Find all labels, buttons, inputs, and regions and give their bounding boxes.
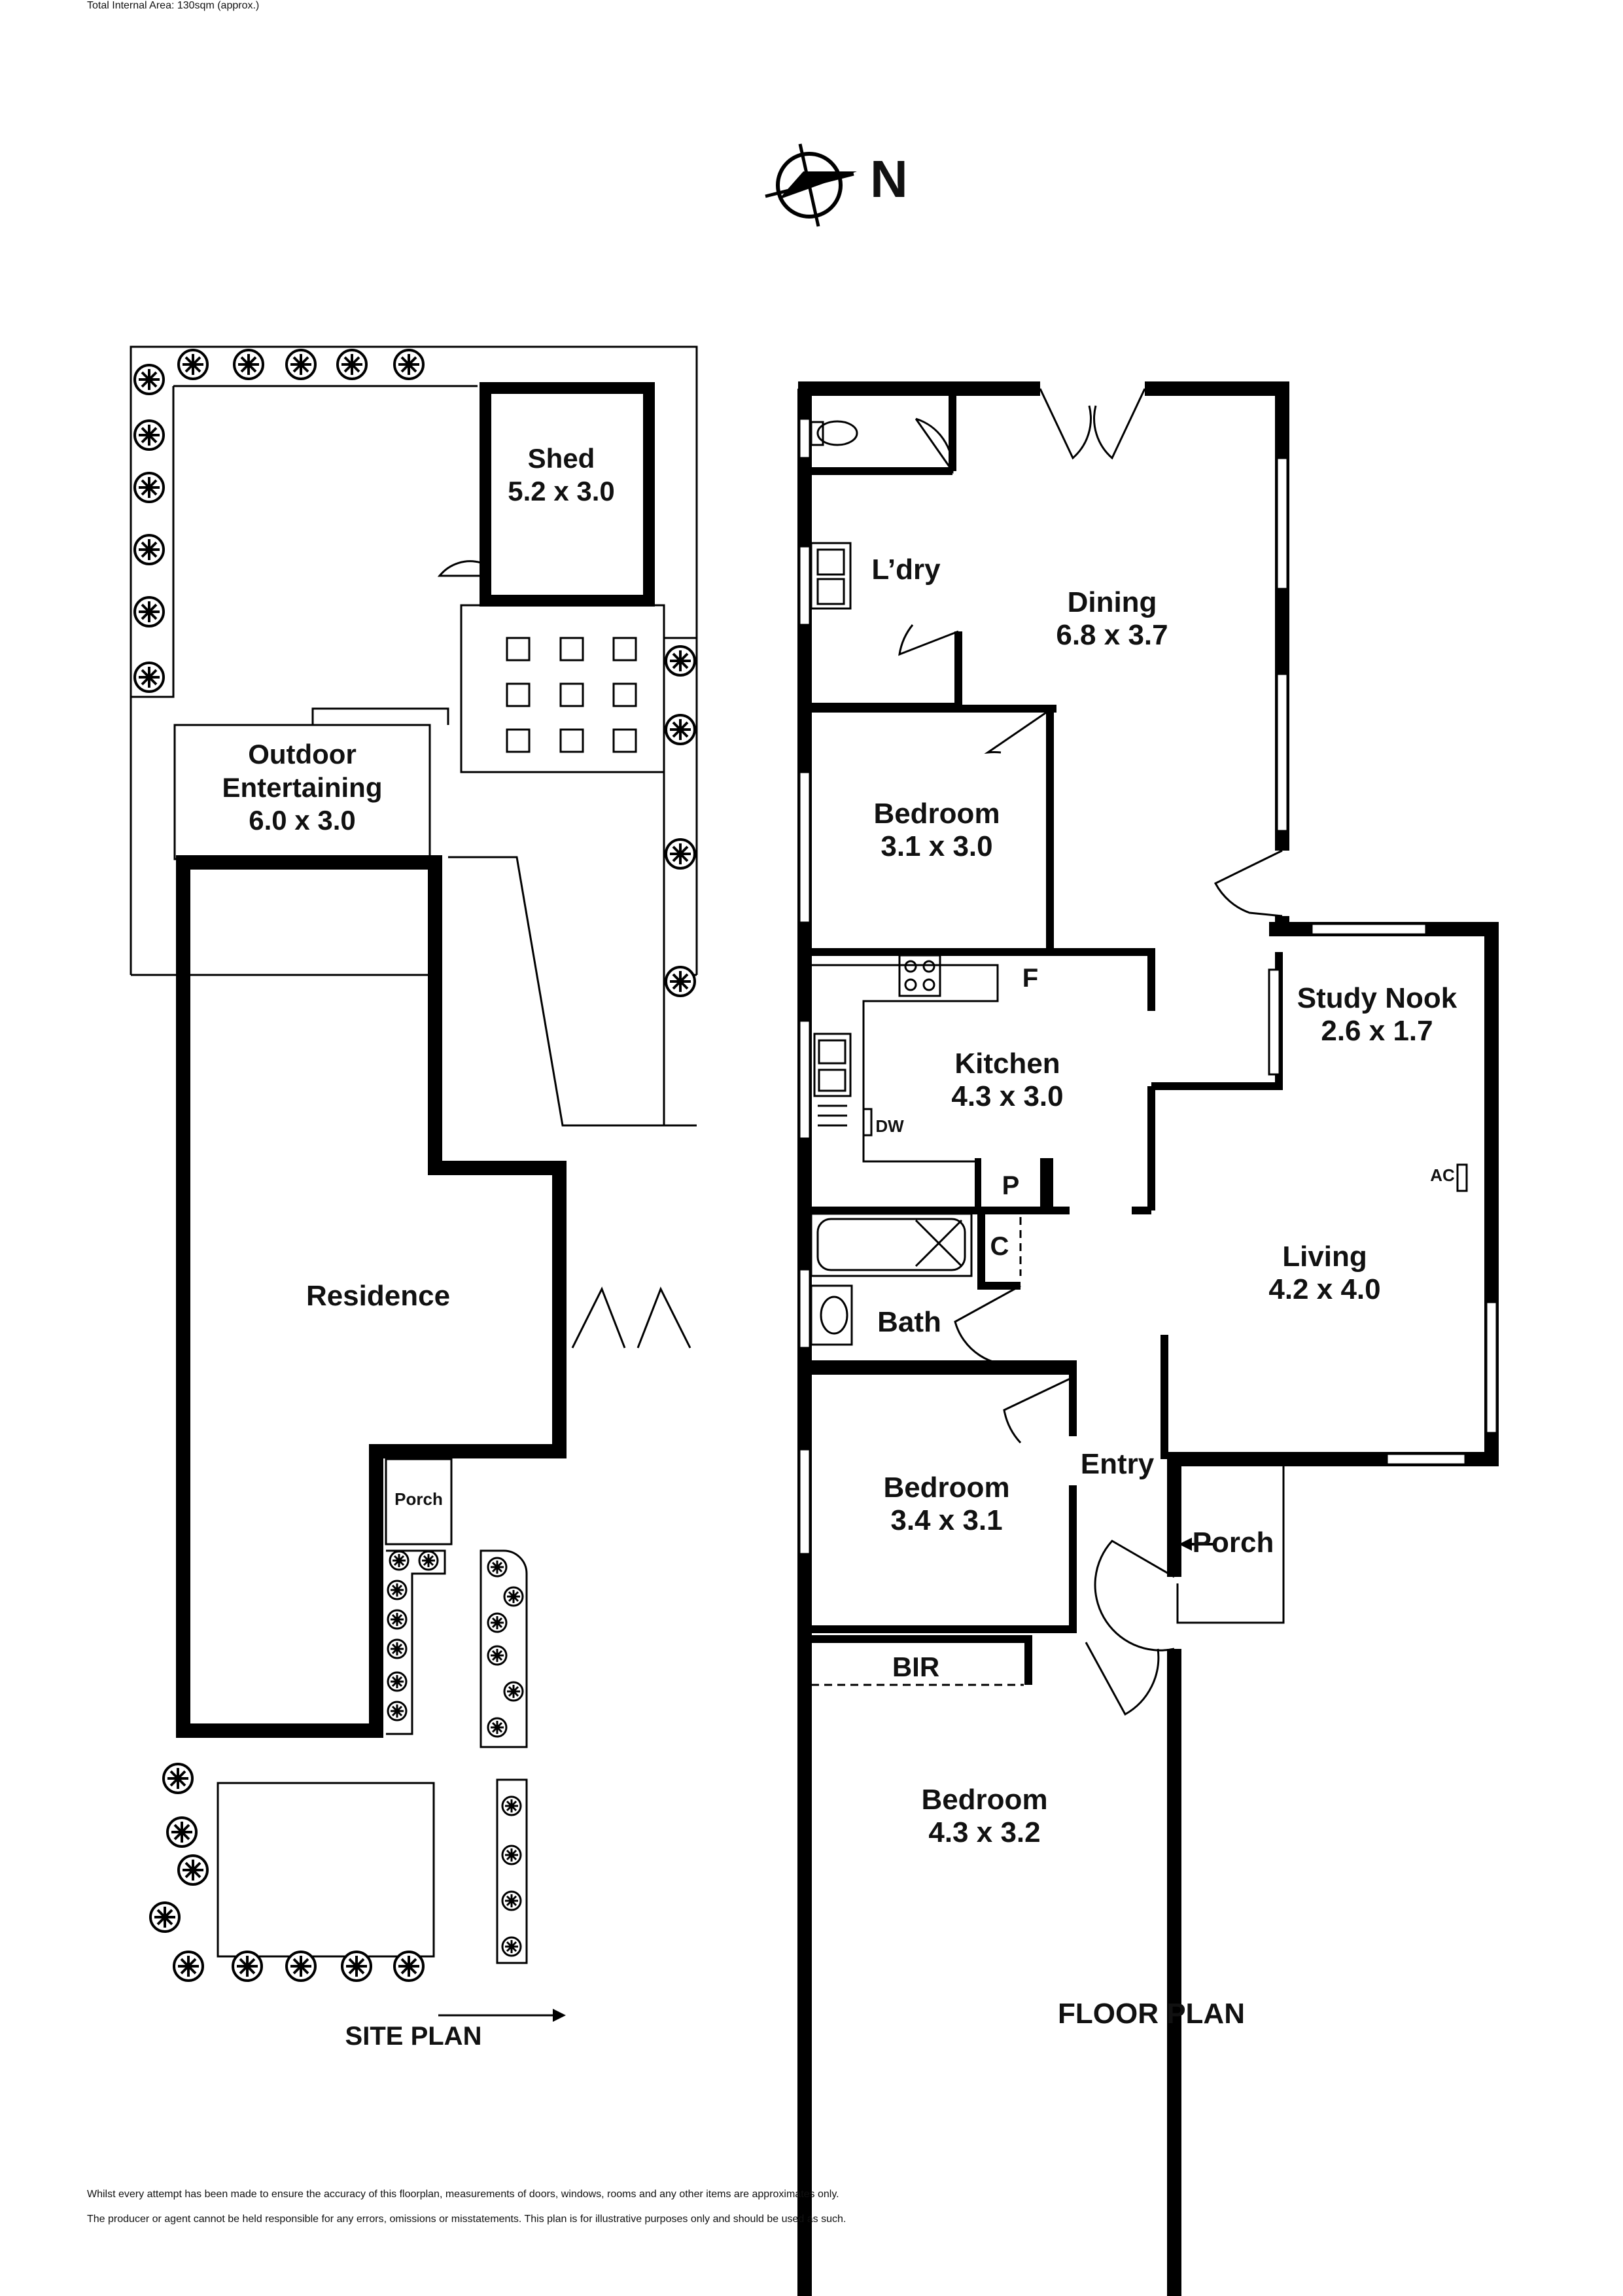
bedroom3-dims: 4.3 x 3.2	[928, 1816, 1040, 1848]
basin-icon	[810, 1284, 853, 1346]
fp-outer-walls	[797, 381, 1499, 2296]
cupboard-label: C	[990, 1232, 1009, 1261]
shed-door	[437, 560, 481, 577]
tree-row	[133, 349, 696, 997]
outdoor-name-line2: Entertaining	[222, 772, 382, 803]
kitchen-sink-icon	[813, 1033, 852, 1127]
kitchen-name: Kitchen	[954, 1048, 1060, 1080]
entry-label: Entry	[1081, 1448, 1155, 1480]
ac-unit	[1456, 1163, 1468, 1192]
dining-name: Dining	[1068, 586, 1157, 618]
floor-plan-title: FLOOR PLAN	[1058, 1998, 1245, 2030]
shed-name: Shed	[528, 443, 595, 474]
laundry-label: L’dry	[871, 554, 941, 586]
disclaimer-line-1: Whilst every attempt has been made to en…	[87, 2189, 839, 2200]
shrub-cluster	[387, 1550, 524, 1738]
compass-north-icon	[765, 143, 857, 227]
cooktop-icon	[898, 954, 941, 997]
ac-label: AC	[1430, 1165, 1455, 1185]
pantry-label: P	[1002, 1171, 1020, 1200]
porch-label: Porch	[1193, 1527, 1274, 1559]
study-dims: 2.6 x 1.7	[1321, 1015, 1433, 1047]
site-gate	[571, 1286, 691, 1349]
shed-dims: 5.2 x 3.0	[508, 476, 614, 506]
porch-outline	[1176, 1462, 1285, 1624]
bathtub-icon	[810, 1212, 973, 1277]
wc-door	[915, 417, 954, 474]
dishwasher-label: DW	[875, 1116, 904, 1136]
compass: N	[765, 143, 908, 227]
outdoor-name-line1: Outdoor	[248, 739, 357, 769]
living-dims: 4.2 x 4.0	[1268, 1273, 1380, 1305]
fp-windows	[798, 417, 1498, 1555]
living-name: Living	[1282, 1241, 1367, 1273]
total-area: Total Internal Area: 130sqm (approx.)	[87, 0, 260, 11]
bedroom3-door	[1085, 1642, 1160, 1716]
shed-outline	[480, 382, 655, 607]
fridge-label: F	[1022, 964, 1038, 993]
front-lawn	[217, 1782, 435, 1958]
site-plan: Shed 5.2 x 3.0 Outdoor Entertaining 6.0 …	[130, 345, 698, 2051]
bedroom1-name: Bedroom	[873, 798, 1000, 830]
kitchen-bench	[811, 964, 999, 1163]
study-name: Study Nook	[1297, 982, 1457, 1014]
front-entry-door	[1094, 1540, 1175, 1651]
fp-doors	[898, 388, 1283, 1716]
laundry-door	[898, 624, 959, 656]
bedroom1-dims: 3.1 x 3.0	[881, 830, 992, 862]
bedroom2-name: Bedroom	[883, 1472, 1009, 1504]
dining-french-doors	[1039, 388, 1146, 460]
residence-outline	[176, 855, 567, 1738]
bedroom1-door	[984, 709, 1051, 754]
compass-label: N	[870, 150, 908, 208]
kitchen-dims: 4.3 x 3.0	[951, 1080, 1063, 1112]
dining-rear-door	[1213, 849, 1283, 917]
bedroom2-dims: 3.4 x 3.1	[890, 1504, 1002, 1536]
site-arrow-icon	[553, 2009, 566, 2022]
bedroom2-door	[1003, 1376, 1073, 1444]
garden-bed-left	[386, 1549, 446, 1735]
outdoor-dims: 6.0 x 3.0	[249, 805, 355, 836]
site-plan-title: SITE PLAN	[345, 2022, 482, 2051]
bath-door	[954, 1284, 1021, 1366]
front-tree-row	[149, 1763, 522, 1982]
site-porch-box	[385, 1458, 453, 1545]
driveway-line	[448, 856, 664, 1127]
porch-arrow-icon	[1179, 1538, 1192, 1551]
dining-dims: 6.8 x 3.7	[1056, 619, 1168, 651]
pavers	[460, 604, 665, 773]
dishwasher-mark	[862, 1108, 873, 1137]
site-porch-label: Porch	[394, 1489, 443, 1509]
bedroom3-name: Bedroom	[921, 1784, 1047, 1816]
toilet-icon	[810, 420, 858, 446]
floor-plan: L’dry Dining 6.8 x 3.7 Bedroom 3.1 x 3.0…	[797, 381, 1499, 2296]
bir-label: BIR	[892, 1651, 939, 1682]
site-boundary	[130, 345, 698, 975]
garden-bed-right	[480, 1549, 528, 1748]
disclaimer-line-2: The producer or agent cannot be held res…	[87, 2214, 846, 2225]
garden-strip	[496, 1778, 528, 1964]
residence-label: Residence	[306, 1280, 450, 1312]
bath-label: Bath	[877, 1306, 941, 1338]
laundry-sink-icon	[810, 542, 852, 610]
